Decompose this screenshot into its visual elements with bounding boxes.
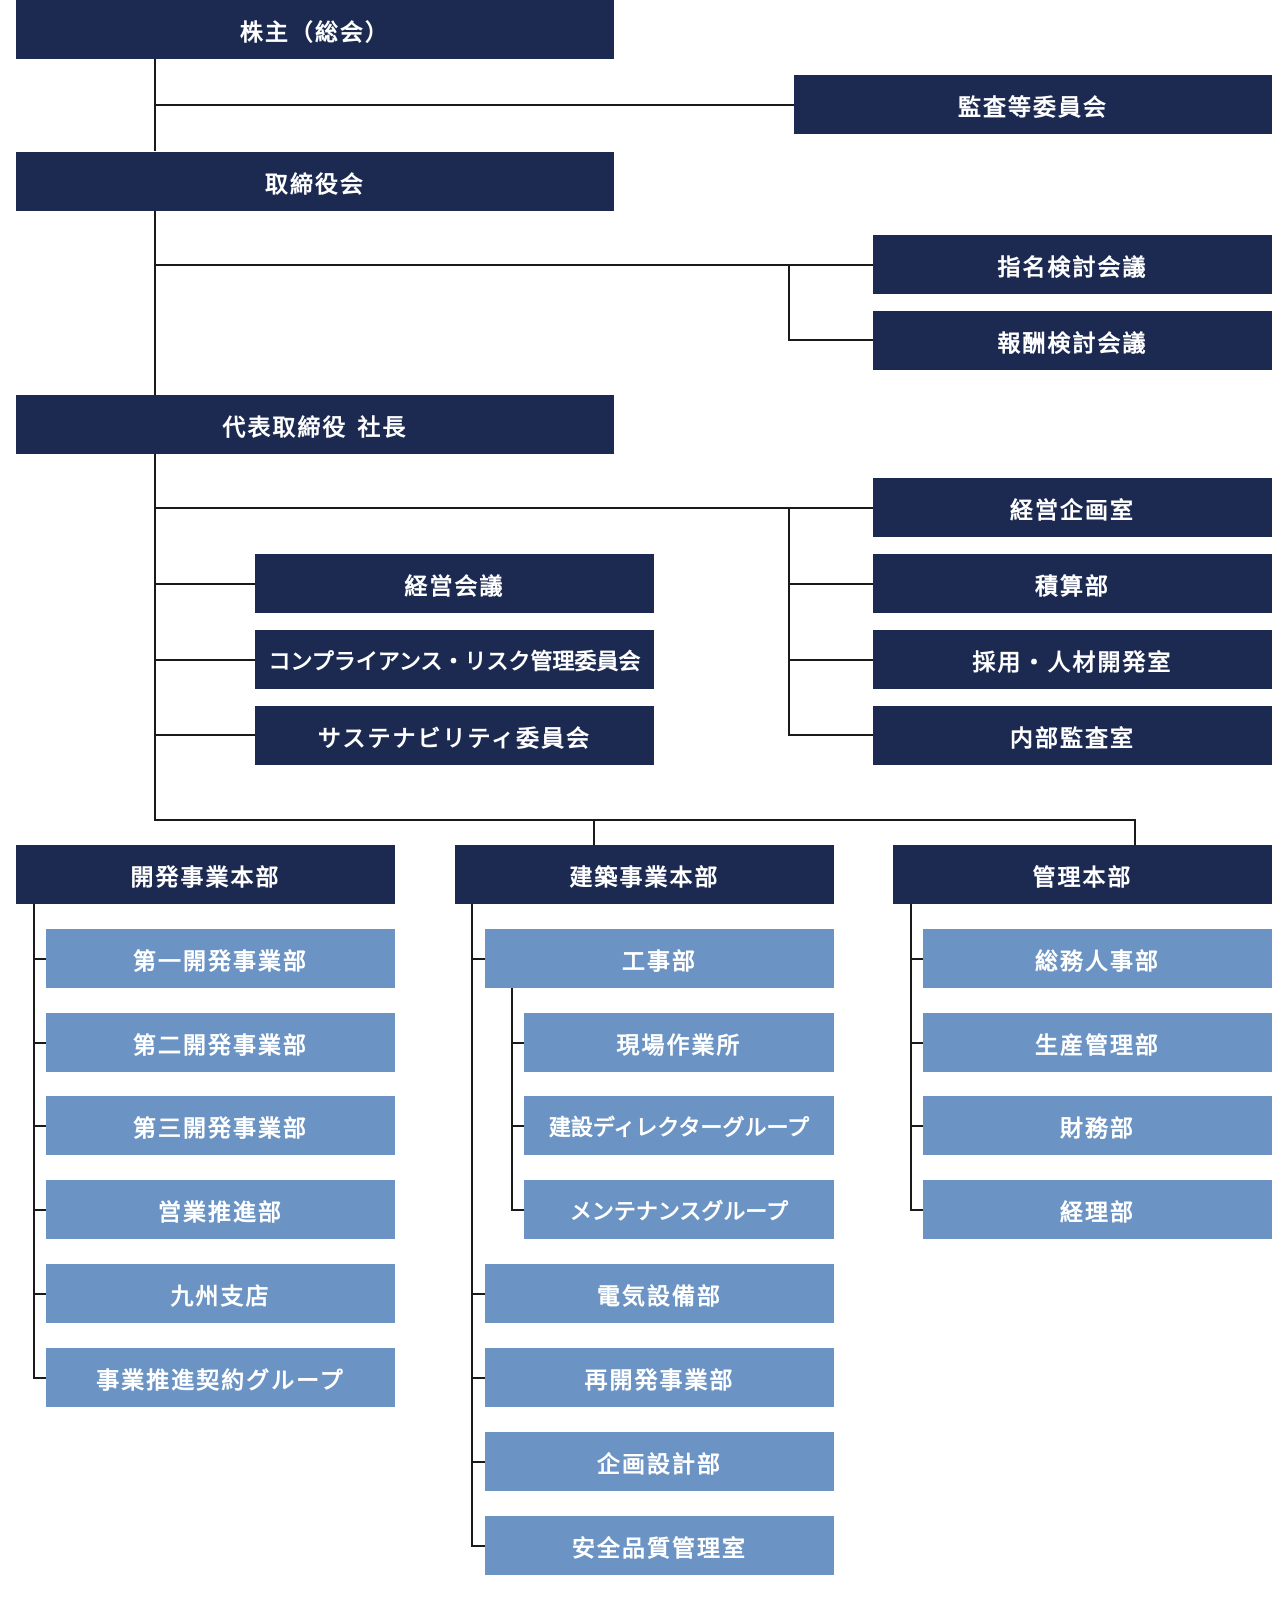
node-construction-dept: 工事部 — [485, 929, 834, 988]
connector-remuneration — [788, 339, 873, 341]
node-development-unit-5: 九州支店 — [46, 1264, 395, 1323]
node-development-unit-6: 事業推進契約グループ — [46, 1348, 395, 1407]
connector-construction-sub-2 — [511, 1125, 524, 1127]
node-development-unit-1: 第一開発事業部 — [46, 929, 395, 988]
node-development-unit-4: 営業推進部 — [46, 1180, 395, 1239]
node-construction-unit-2: 再開発事業部 — [485, 1348, 834, 1407]
node-construction-sub-3: メンテナンスグループ — [524, 1180, 834, 1239]
connector-construction-1 — [471, 958, 487, 960]
connector-staff-right-spine — [788, 507, 790, 735]
node-construction-unit-4: 安全品質管理室 — [485, 1516, 834, 1575]
connector-administration-drop — [1134, 819, 1136, 845]
node-shareholders: 株主（総会） — [16, 0, 614, 59]
connector-development-3 — [33, 1125, 49, 1127]
node-audit-committee: 監査等委員会 — [794, 75, 1272, 134]
connector-construction-4 — [471, 1461, 487, 1463]
connector-divisions-bar — [154, 819, 1136, 821]
node-construction-unit-3: 企画設計部 — [485, 1432, 834, 1491]
node-staff-left-2: コンプライアンス・リスク管理委員会 — [255, 630, 654, 689]
connector-main-trunk-3 — [154, 454, 156, 820]
node-staff-left-1: 経営会議 — [255, 554, 654, 613]
connector-committees-spine — [788, 264, 790, 340]
connector-development-spine — [33, 904, 35, 1378]
connector-construction-sub-1 — [511, 1042, 524, 1044]
node-development-unit-3: 第三開発事業部 — [46, 1096, 395, 1155]
connector-development-1 — [33, 958, 49, 960]
node-staff-right-3: 採用・人材開発室 — [873, 630, 1272, 689]
node-administration-division: 管理本部 — [893, 845, 1272, 904]
node-president: 代表取締役 社長 — [16, 395, 614, 454]
node-staff-left-3: サステナビリティ委員会 — [255, 706, 654, 765]
node-staff-right-2: 積算部 — [873, 554, 1272, 613]
node-administration-unit-3: 財務部 — [923, 1096, 1272, 1155]
connector-construction-dept-spine — [511, 988, 513, 1210]
connector-staff-right-2 — [788, 583, 873, 585]
node-staff-right-4: 内部監査室 — [873, 706, 1272, 765]
node-construction-unit-1: 電気設備部 — [485, 1264, 834, 1323]
connector-administration-1 — [910, 958, 926, 960]
connector-construction-5 — [471, 1545, 487, 1547]
connector-staff-left-2 — [154, 659, 255, 661]
node-construction-division: 建築事業本部 — [455, 845, 834, 904]
node-development-unit-2: 第二開発事業部 — [46, 1013, 395, 1072]
connector-development-2 — [33, 1042, 49, 1044]
connector-audit — [154, 104, 794, 106]
connector-board-committees — [154, 264, 873, 266]
connector-development-6 — [33, 1377, 49, 1379]
node-administration-unit-4: 経理部 — [923, 1180, 1272, 1239]
node-construction-sub-1: 現場作業所 — [524, 1013, 834, 1072]
connector-staff-left-1 — [154, 583, 255, 585]
node-administration-unit-2: 生産管理部 — [923, 1013, 1272, 1072]
connector-administration-2 — [910, 1042, 926, 1044]
connector-staff-left-3 — [154, 734, 255, 736]
node-staff-right-1: 経営企画室 — [873, 478, 1272, 537]
connector-construction-3 — [471, 1377, 487, 1379]
node-remuneration: 報酬検討会議 — [873, 311, 1272, 370]
connector-main-trunk-2 — [154, 211, 156, 397]
node-nomination: 指名検討会議 — [873, 235, 1272, 294]
connector-staff-right-4 — [788, 734, 873, 736]
connector-staff-right-3 — [788, 659, 873, 661]
connector-construction-drop — [593, 819, 595, 845]
node-administration-unit-1: 総務人事部 — [923, 929, 1272, 988]
connector-administration-spine — [910, 904, 912, 1210]
connector-construction-sub-3 — [511, 1209, 524, 1211]
node-development-division: 開発事業本部 — [16, 845, 395, 904]
connector-development-5 — [33, 1293, 49, 1295]
node-board: 取締役会 — [16, 152, 614, 211]
node-construction-sub-2: 建設ディレクターグループ — [524, 1096, 834, 1155]
connector-administration-4 — [910, 1209, 926, 1211]
connector-development-4 — [33, 1209, 49, 1211]
connector-construction-spine — [471, 904, 473, 1546]
connector-construction-2 — [471, 1293, 487, 1295]
connector-president-staff — [154, 507, 873, 509]
connector-administration-3 — [910, 1125, 926, 1127]
